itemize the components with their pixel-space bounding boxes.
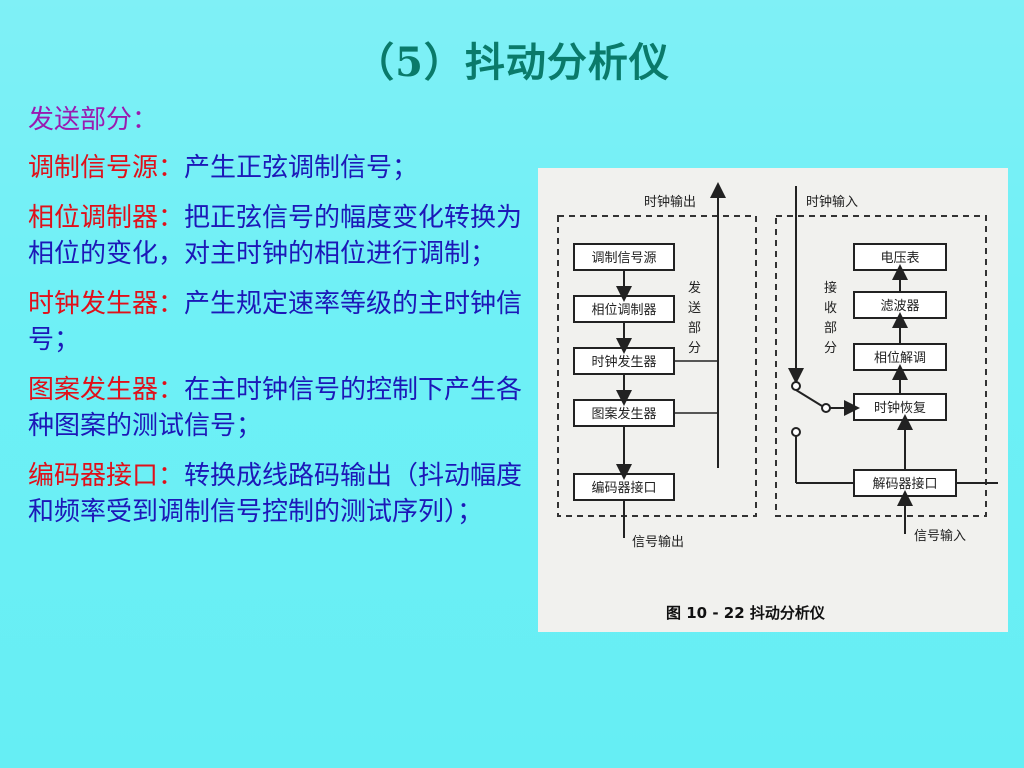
recv-box-2: 相位解调	[853, 343, 947, 371]
item-pattern-generator: 图案发生器：在主时钟信号的控制下产生各种图案的测试信号；	[28, 372, 528, 444]
recv-label-3: 分	[824, 341, 837, 356]
jitter-analyzer-figure: 调制信号源 相位调制器 时钟发生器 图案发生器 编码器接口 时钟输出 发	[538, 168, 1008, 632]
recv-label-2: 部	[824, 321, 837, 336]
item-desc: 把正弦信号的幅度变化转换为相位的变化，对主时钟的相位进行调制；	[28, 203, 523, 269]
send-box-4: 编码器接口	[573, 473, 675, 501]
item-desc: 产生规定速率等级的主时钟信号；	[28, 289, 523, 355]
figure-caption: 图 10 - 22 抖动分析仪	[666, 604, 826, 622]
recv-box-1: 滤波器	[853, 291, 947, 319]
item-modulation-source: 调制信号源：产生正弦调制信号；	[28, 150, 528, 186]
box-label: 滤波器	[880, 299, 919, 314]
item-desc: 产生正弦调制信号；	[184, 153, 419, 183]
clock-out-label: 时钟输出	[644, 194, 696, 210]
item-term: 编码器接口：	[28, 461, 185, 491]
send-box-0: 调制信号源	[573, 243, 675, 271]
send-label-2: 部	[688, 321, 701, 336]
send-box-3: 图案发生器	[573, 399, 675, 427]
item-term: 调制信号源：	[28, 153, 185, 183]
item-clock-generator: 时钟发生器：产生规定速率等级的主时钟信号；	[28, 286, 528, 358]
signal-in-label: 信号输入	[914, 528, 966, 544]
description-list: 发送部分： 调制信号源：产生正弦调制信号； 相位调制器：把正弦信号的幅度变化转换…	[28, 100, 528, 544]
send-label-0: 发	[688, 280, 701, 296]
item-phase-modulator: 相位调制器：把正弦信号的幅度变化转换为相位的变化，对主时钟的相位进行调制；	[28, 200, 528, 272]
item-term: 图案发生器：	[28, 375, 185, 405]
box-label: 时钟恢复	[874, 400, 926, 416]
send-frame	[557, 215, 757, 517]
block-diagram: 调制信号源 相位调制器 时钟发生器 图案发生器 编码器接口 时钟输出 发	[557, 182, 998, 622]
box-label: 相位解调	[874, 351, 926, 366]
box-label: 编码器接口	[591, 480, 656, 496]
send-box-1: 相位调制器	[573, 295, 675, 323]
box-label: 相位调制器	[591, 303, 656, 318]
recv-label-1: 收	[824, 301, 837, 316]
box-label: 时钟发生器	[591, 354, 656, 370]
box-label: 电压表	[880, 251, 919, 266]
receive-frame	[775, 215, 987, 517]
page-title: （5）抖动分析仪	[354, 39, 670, 86]
box-label: 解码器接口	[872, 476, 937, 492]
recv-box-0: 电压表	[853, 243, 947, 271]
item-desc: 在主时钟信号的控制下产生各种图案的测试信号；	[28, 375, 523, 441]
item-encoder-interface: 编码器接口：转换成线路码输出（抖动幅度和频率受到调制信号控制的测试序列）；	[28, 458, 528, 530]
send-label-1: 送	[688, 301, 701, 316]
send-box-2: 时钟发生器	[573, 347, 675, 375]
item-term: 时钟发生器：	[28, 289, 185, 319]
box-label: 图案发生器	[591, 406, 656, 422]
recv-box-3: 时钟恢复	[853, 393, 947, 421]
send-heading: 发送部分：	[28, 105, 159, 135]
signal-out-label: 信号输出	[632, 534, 684, 550]
send-label-3: 分	[688, 341, 701, 356]
recv-box-4: 解码器接口	[853, 469, 957, 497]
recv-label-0: 接	[824, 280, 837, 296]
item-desc: 转换成线路码输出（抖动幅度和频率受到调制信号控制的测试序列）；	[28, 461, 523, 527]
item-term: 相位调制器：	[28, 203, 185, 233]
box-label: 调制信号源	[591, 251, 656, 266]
clock-in-label: 时钟输入	[806, 194, 858, 210]
